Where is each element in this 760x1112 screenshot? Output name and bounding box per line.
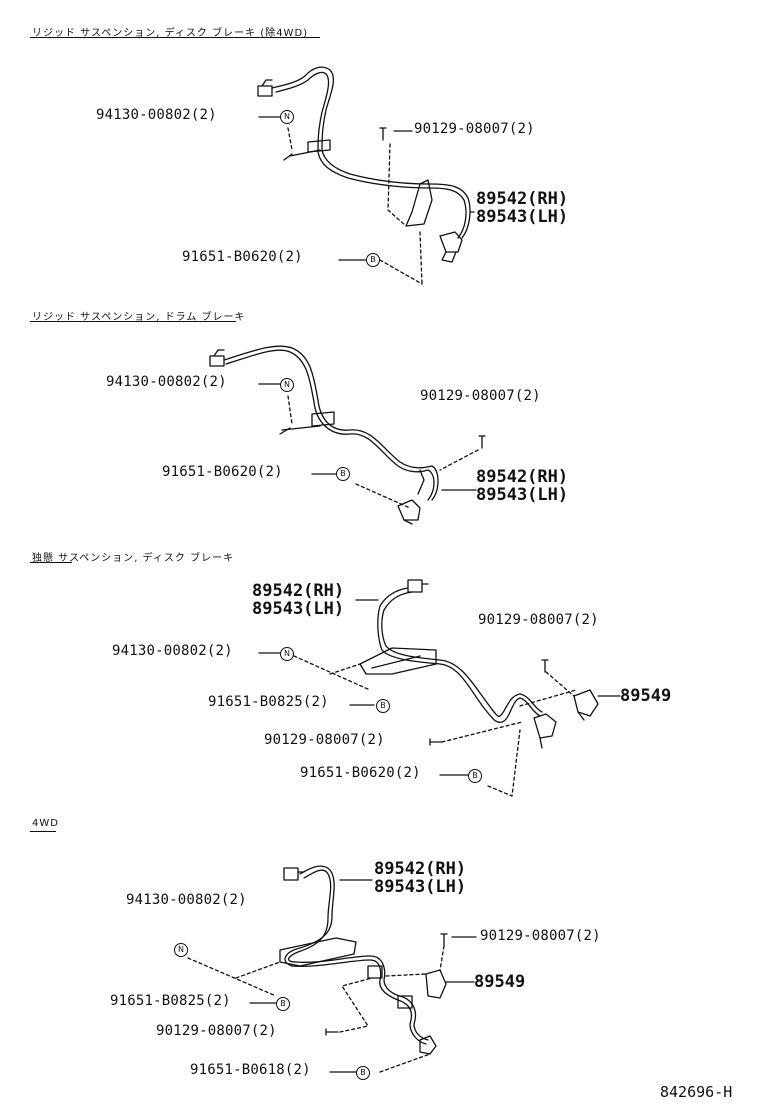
section4-bolt-b2-part-number: 91651-B0618(2) (190, 1062, 311, 1078)
diagram-reference-code: 842696-H (660, 1083, 733, 1101)
section3-clip-n-symbol: N (280, 647, 294, 661)
section2-title: リジッド サスペンション, ドラム ブレーキ (32, 312, 246, 323)
section4-bolt-mid-part-number: 90129-08007(2) (156, 1023, 277, 1039)
section1-clip-n-symbol: N (280, 110, 294, 124)
section4-bolt-top-part-number: 90129-08007(2) (480, 928, 601, 944)
section2-sensor-rh: 89542(RH) (476, 467, 569, 487)
section1-bolt-part-number: 90129-08007(2) (414, 121, 535, 137)
section2-bolt-b-part-number: 91651-B0620(2) (162, 464, 283, 480)
section1-title: リジッド サスペンション, ディスク ブレーキ (除4WD) (32, 28, 309, 39)
section2-drawing (209, 345, 486, 525)
section2-bolt-part-number: 90129-08007(2) (420, 388, 541, 404)
section2-b-symbol: B (336, 467, 350, 481)
section4-title: 4WD (32, 818, 59, 829)
section3-sensor-rh: 89542(RH) (252, 581, 345, 601)
section3-bolt-b1-part-number: 91651-B0825(2) (208, 694, 329, 710)
section4-bolt-b1-part-number: 91651-B0825(2) (110, 993, 231, 1009)
section4-speed-sensor-labels: 89542(RH) 89543(LH) (374, 860, 466, 896)
section3-b2-symbol: B (468, 769, 482, 783)
section4-clip-n-symbol: N (174, 943, 188, 957)
section3-title: 独懸 サスペンション, ディスク ブレーキ (32, 553, 235, 564)
section3-bolt-top-part-number: 90129-08007(2) (478, 612, 599, 628)
section3-bracket-part-number: 89549 (620, 686, 672, 706)
section4-sensor-rh: 89542(RH) (374, 859, 467, 879)
section3-b1-symbol: B (376, 699, 390, 713)
section2-clip-n-symbol: N (280, 378, 294, 392)
section3-bolt-mid-part-number: 90129-08007(2) (264, 732, 385, 748)
section4-sensor-lh: 89543(LH) (374, 877, 467, 897)
section1-speed-sensor-labels: 89542(RH) 89543(LH) (476, 190, 568, 226)
section3-speed-sensor-labels: 89542(RH) 89543(LH) (252, 582, 344, 618)
section3-title-underline (30, 562, 72, 563)
section3-bolt-b2-part-number: 91651-B0620(2) (300, 765, 421, 781)
section1-clip-part-number: 94130-00802(2) (96, 107, 217, 123)
section4-drawing (187, 865, 477, 1073)
section3-clip-part-number: 94130-00802(2) (112, 643, 233, 659)
section4-b2-symbol: B (356, 1066, 370, 1080)
section1-bolt-b-part-number: 91651-B0620(2) (182, 249, 303, 265)
section4-b1-symbol: B (276, 997, 290, 1011)
section2-clip-part-number: 94130-00802(2) (106, 374, 227, 390)
section1-b-symbol: B (366, 253, 380, 267)
section3-drawing (258, 579, 621, 797)
section2-title-underline (30, 321, 236, 322)
section1-sensor-rh: 89542(RH) (476, 189, 569, 209)
section1-drawing (257, 66, 475, 285)
section4-bracket-part-number: 89549 (474, 972, 526, 992)
section2-speed-sensor-labels: 89542(RH) 89543(LH) (476, 468, 568, 504)
connector-shape (257, 85, 273, 97)
section4-title-underline (30, 831, 56, 832)
section3-sensor-lh: 89543(LH) (252, 599, 345, 619)
section1-title-underline (30, 37, 320, 38)
section4-clip-part-number: 94130-00802(2) (126, 892, 247, 908)
section2-sensor-lh: 89543(LH) (476, 485, 569, 505)
section1-sensor-lh: 89543(LH) (476, 207, 569, 227)
